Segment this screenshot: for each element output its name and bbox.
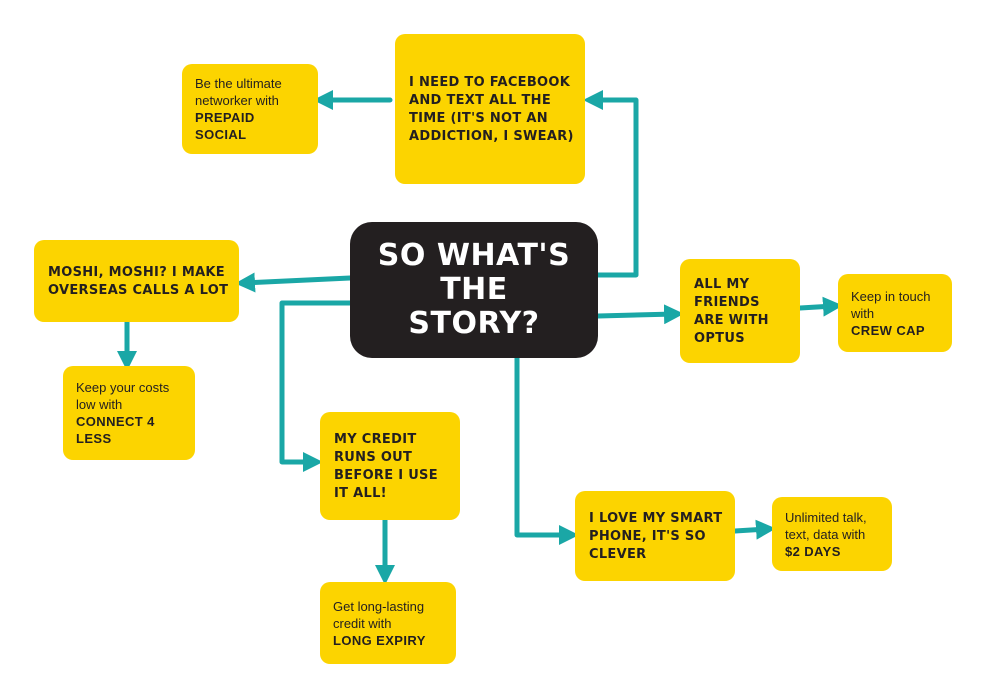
connector-center-to-social-question: [583, 90, 639, 278]
central-question-text: SO WHAT'S THE STORY?: [377, 238, 571, 341]
overseas-question-text: MOSHI, MOSHI? I MAKE OVERSEAS CALLS A LO…: [48, 265, 229, 298]
friends-answer-text: Keep in touch with: [851, 288, 931, 321]
connector-center-to-smartphone-question: [514, 355, 579, 545]
friends-question-text: ALL MY FRIENDS ARE WITH OPTUS: [694, 277, 769, 346]
social-question-node: I NEED TO FACEBOOK AND TEXT ALL THE TIME…: [395, 34, 585, 184]
credit-product-name: LONG EXPIRY: [333, 632, 426, 648]
credit-question-node: MY CREDIT RUNS OUT BEFORE I USE IT ALL!: [320, 412, 460, 520]
credit-answer-node: Get long-lasting credit with LONG EXPIRY: [320, 582, 456, 664]
credit-question-text: MY CREDIT RUNS OUT BEFORE I USE IT ALL!: [334, 432, 438, 501]
friends-answer-node: Keep in touch with CREW CAP: [838, 274, 952, 352]
connector-smartphone-question-to-answer: [732, 519, 776, 540]
connector-friends-question-to-answer: [797, 296, 843, 317]
smartphone-answer-text: Unlimited talk, text, data with: [785, 509, 867, 542]
credit-answer-text: Get long-lasting credit with: [333, 598, 425, 631]
friends-product-name: CREW CAP: [851, 322, 925, 338]
overseas-question-node: MOSHI, MOSHI? I MAKE OVERSEAS CALLS A LO…: [34, 240, 239, 322]
social-question-text: I NEED TO FACEBOOK AND TEXT ALL THE TIME…: [409, 75, 574, 144]
overseas-product-name: CONNECT 4 LESS: [76, 414, 155, 446]
social-answer-text: Be the ultimate networker with: [195, 76, 282, 108]
central-question-node: SO WHAT'S THE STORY?: [350, 222, 598, 358]
connector-center-to-friends-question: [595, 304, 684, 325]
friends-question-node: ALL MY FRIENDS ARE WITH OPTUS: [680, 259, 800, 363]
overseas-answer-text: Keep your costs low with: [76, 380, 170, 412]
social-product-name: PREPAID SOCIAL: [195, 110, 255, 142]
smartphone-question-node: I LOVE MY SMART PHONE, IT'S SO CLEVER: [575, 491, 735, 581]
smartphone-answer-node: Unlimited talk, text, data with $2 DAYS: [772, 497, 892, 571]
social-answer-node: Be the ultimate networker with PREPAID S…: [182, 64, 318, 154]
smartphone-question-text: I LOVE MY SMART PHONE, IT'S SO CLEVER: [589, 511, 723, 562]
smartphone-product-name: $2 DAYS: [785, 543, 841, 559]
connector-center-to-overseas-question: [235, 272, 353, 293]
connector-center-to-credit-question: [279, 300, 353, 472]
overseas-answer-node: Keep your costs low with CONNECT 4 LESS: [63, 366, 195, 460]
